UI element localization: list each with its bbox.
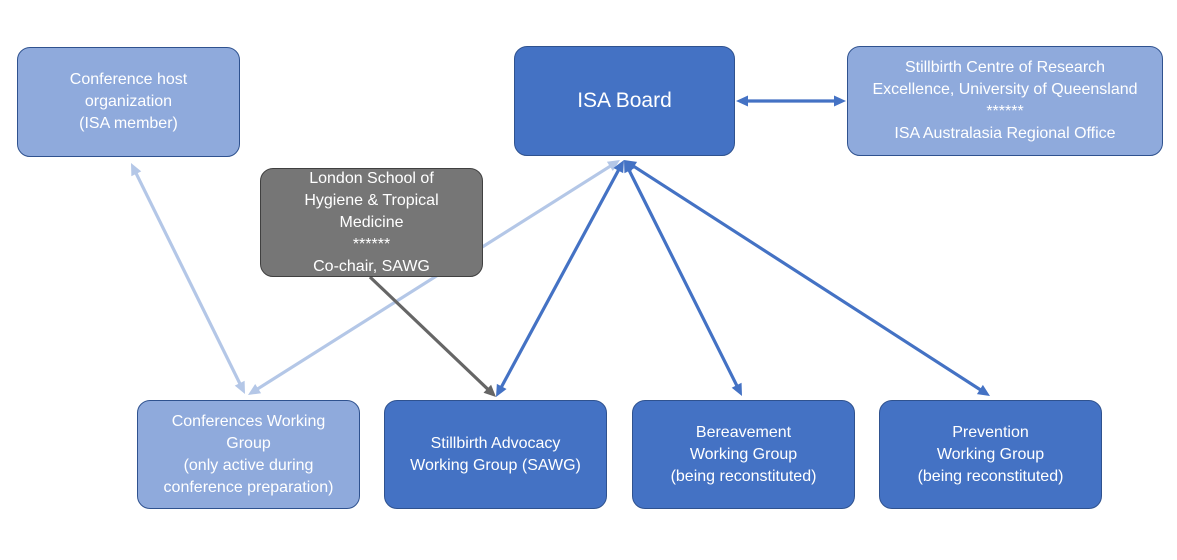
conf-line-1: Conferences Working xyxy=(171,412,326,430)
conferences-working-group-box: Conferences Working Group (only active d… xyxy=(137,400,360,509)
connector-board-prev xyxy=(624,160,990,396)
lshtm-line-3: Medicine xyxy=(339,213,404,231)
scre-line-4: ISA Australasia Regional Office xyxy=(894,125,1116,142)
stillbirth-centre-research-box: Stillbirth Centre of Research Excellence… xyxy=(847,46,1163,156)
isa-board-box: ISA Board xyxy=(514,46,735,156)
conference-host-organization-box: Conference host organization (ISA member… xyxy=(17,47,240,157)
lshtm-separator: ****** xyxy=(352,235,391,253)
host-line-1: Conference host xyxy=(69,71,188,88)
bereavement-working-group-box: Bereavement Working Group (being reconst… xyxy=(632,400,855,509)
connector-board-bere xyxy=(624,160,742,396)
connector-board-scre xyxy=(736,95,846,107)
connector-lshtm-sawg xyxy=(368,275,496,397)
london-school-hygiene-box: London School of Hygiene & Tropical Medi… xyxy=(260,168,483,277)
conf-line-2: Group xyxy=(226,434,271,452)
bere-line-3: (being reconstituted) xyxy=(670,467,817,485)
host-line-3: (ISA member) xyxy=(79,115,178,132)
lshtm-line-5: Co-chair, SAWG xyxy=(313,257,430,275)
scre-separator: ****** xyxy=(986,103,1024,120)
prev-line-2: Working Group xyxy=(936,445,1045,463)
sawg-line-1: Stillbirth Advocacy xyxy=(430,434,561,452)
prevention-working-group-box: Prevention Working Group (being reconsti… xyxy=(879,400,1102,509)
scre-line-2: Excellence, University of Queensland xyxy=(872,81,1138,98)
board-label: ISA Board xyxy=(577,89,672,112)
connector-host-conf xyxy=(131,163,245,394)
conf-line-3: (only active during xyxy=(183,456,314,474)
lshtm-line-1: London School of xyxy=(309,169,434,187)
stillbirth-advocacy-working-group-box: Stillbirth Advocacy Working Group (SAWG) xyxy=(384,400,607,509)
conf-line-4: conference preparation) xyxy=(163,478,334,496)
scre-line-1: Stillbirth Centre of Research xyxy=(904,59,1106,76)
prev-line-1: Prevention xyxy=(952,423,1029,441)
bere-line-2: Working Group xyxy=(689,445,798,463)
connector-board-conf xyxy=(248,160,620,395)
host-line-2: organization xyxy=(84,93,173,110)
sawg-line-2: Working Group (SAWG) xyxy=(410,456,581,474)
connector-board-sawg xyxy=(496,160,624,397)
bere-line-1: Bereavement xyxy=(695,423,792,441)
prev-line-3: (being reconstituted) xyxy=(917,467,1064,485)
lshtm-line-2: Hygiene & Tropical xyxy=(304,191,439,209)
